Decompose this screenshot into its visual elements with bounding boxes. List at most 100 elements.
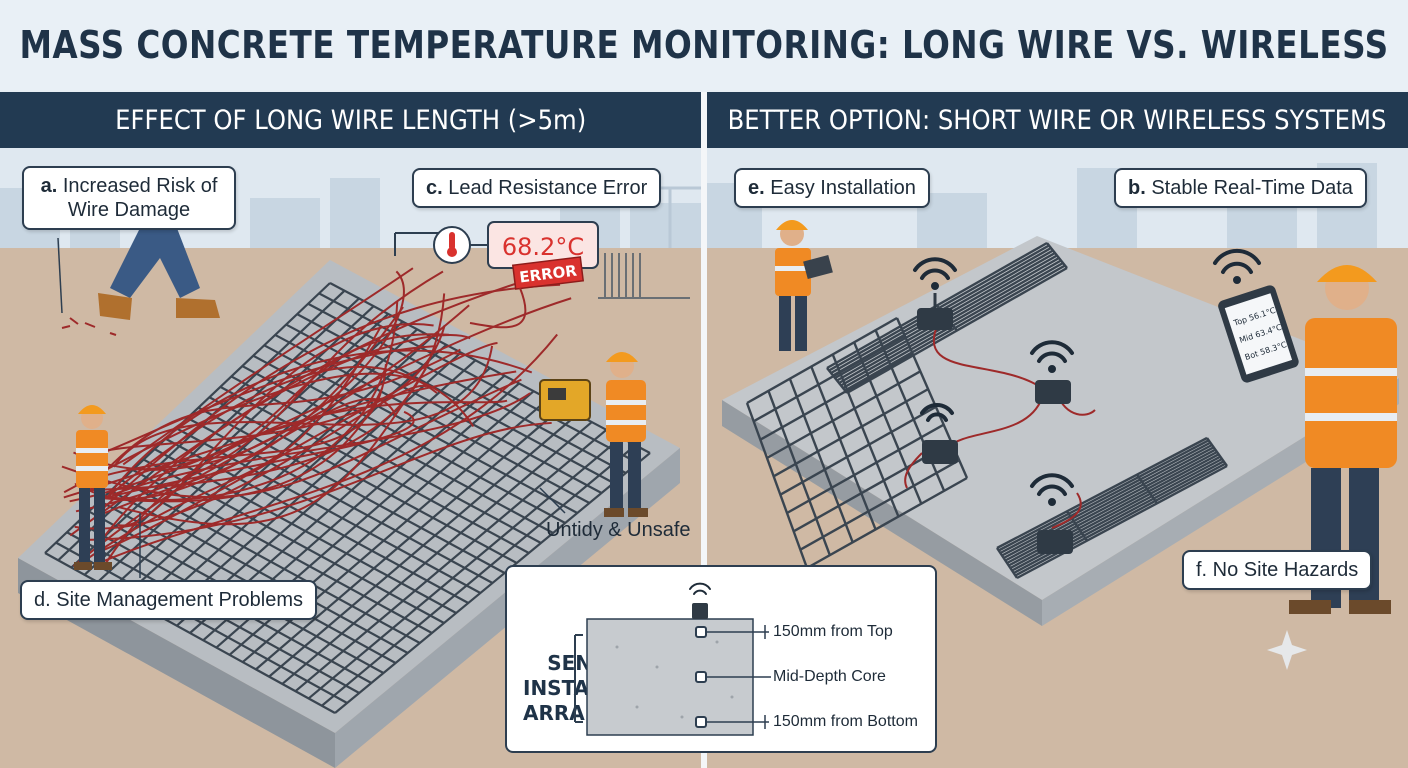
callout-f-no-hazards: f. No Site Hazards bbox=[1182, 550, 1373, 590]
worker-left bbox=[74, 405, 112, 570]
tablet: Top 56.1°C Mid 63.4°C Bot 58.3°C bbox=[1218, 285, 1299, 383]
sensor-wire bbox=[102, 399, 508, 568]
tangled-wires bbox=[61, 267, 572, 568]
untidy-unsafe-label: Untidy & Unsafe bbox=[546, 519, 691, 541]
depth-label-mid: Mid-Depth Core bbox=[773, 668, 886, 685]
sparkle-icon bbox=[1267, 630, 1307, 670]
sensor-wire bbox=[117, 323, 434, 527]
sensor-wire bbox=[126, 333, 449, 471]
sensor-wire bbox=[98, 348, 461, 479]
wifi-icon bbox=[913, 257, 957, 290]
rebar-bar bbox=[57, 289, 346, 562]
rebar-bar bbox=[1013, 460, 1225, 575]
wireless-node-4 bbox=[1037, 530, 1073, 554]
wifi-icon bbox=[689, 582, 711, 595]
wifi-icon bbox=[1030, 340, 1074, 373]
rebar-bar bbox=[998, 439, 1210, 552]
sensor-wire bbox=[69, 297, 572, 503]
rebar-bar bbox=[767, 390, 831, 556]
sensor-wire bbox=[124, 301, 399, 502]
wireless-node-2 bbox=[1035, 380, 1071, 404]
sensor-top bbox=[695, 626, 707, 638]
sensor-wire bbox=[75, 270, 444, 513]
left-scene: 68.2°C ERROR bbox=[0, 148, 701, 768]
wireless-transmitter bbox=[692, 603, 708, 619]
sensor-inset-diagram bbox=[574, 582, 771, 736]
right-panel-header: BETTER OPTION: SHORT WIRE OR WIRELESS SY… bbox=[707, 92, 1408, 148]
sensor-wire bbox=[74, 384, 427, 530]
rebar-bar bbox=[149, 344, 448, 612]
temperature-readout-value: 68.2°C bbox=[502, 233, 584, 261]
depth-label-top: 150mm from Top bbox=[773, 623, 893, 640]
rebar-bar bbox=[846, 266, 1068, 395]
rebar-bar bbox=[268, 413, 578, 678]
sensor-wire bbox=[82, 293, 446, 492]
panel-divider bbox=[701, 92, 707, 768]
fence bbox=[598, 253, 690, 299]
sensor-mid bbox=[695, 671, 707, 683]
worker-with-tablet: Top 56.1°C Mid 63.4°C Bot 58.3°C bbox=[1218, 265, 1397, 614]
wifi-icon bbox=[920, 403, 954, 422]
rebar-bar bbox=[779, 405, 937, 496]
callout-b-letter: b. bbox=[1128, 177, 1146, 199]
wireless-node-1 bbox=[917, 293, 953, 330]
walking-worker-legs bbox=[61, 223, 220, 336]
sensor-wire bbox=[99, 345, 436, 456]
rebar-bar bbox=[281, 421, 593, 685]
rebar-bar bbox=[826, 241, 1048, 370]
rebar-bar bbox=[294, 428, 608, 693]
callout-c-lead-resistance: c. Lead Resistance Error bbox=[412, 168, 662, 208]
depth-label-bottom: 150mm from Bottom bbox=[773, 713, 918, 730]
rebar-bar bbox=[788, 378, 854, 543]
callout-e-letter: e. bbox=[748, 177, 765, 199]
title-bar: MASS CONCRETE TEMPERATURE MONITORING: LO… bbox=[0, 0, 1408, 90]
wifi-icon bbox=[1030, 473, 1074, 506]
sensor-wire bbox=[107, 349, 533, 497]
callout-d-text: d. Site Management Problems bbox=[34, 589, 304, 611]
rebar-bar bbox=[1016, 464, 1228, 580]
left-panel-header: EFFECT OF LONG WIRE LENGTH (>5m) bbox=[0, 92, 701, 148]
sensor-wire bbox=[81, 421, 552, 541]
callout-a-letter: a. bbox=[40, 175, 58, 197]
callout-e-easy-installation: e. Easy Installation bbox=[734, 168, 930, 208]
worker-with-laptop bbox=[775, 220, 833, 351]
rebar-bar bbox=[307, 436, 622, 700]
sensor-wire bbox=[74, 364, 387, 486]
error-badge: ERROR bbox=[511, 256, 585, 290]
rebar-bar bbox=[766, 370, 921, 460]
sensor-wire bbox=[118, 367, 427, 526]
rebar-bar bbox=[806, 476, 968, 570]
sensor-wire bbox=[96, 333, 558, 565]
callout-b-stable-data: b. Stable Real-Time Data bbox=[1114, 168, 1367, 208]
sensor-installation-inset: SENSOR INSTALLATION ARRANGEMENT 150mm fr… bbox=[505, 565, 937, 753]
rebar-bar bbox=[255, 405, 564, 671]
rebar-bar bbox=[844, 264, 1066, 392]
sensor-wire bbox=[63, 372, 475, 494]
rebar-bar bbox=[810, 366, 877, 530]
rebar-bar bbox=[321, 444, 637, 707]
wireless-node-3 bbox=[922, 440, 958, 464]
rebar-bar bbox=[1014, 462, 1226, 577]
right-scene: Top 56.1°C Mid 63.4°C Bot 58.3°C e. Easy… bbox=[707, 148, 1408, 768]
rebar-bar bbox=[996, 436, 1208, 550]
rebar-bar bbox=[162, 351, 462, 620]
thermometer-icon bbox=[433, 226, 471, 264]
sensor-wire bbox=[95, 283, 561, 516]
sensor-wire bbox=[69, 271, 551, 537]
rebar-bar bbox=[773, 388, 929, 478]
callout-a-text-2: Wire Damage bbox=[67, 199, 191, 221]
callout-d-site-management: d. Site Management Problems bbox=[20, 580, 318, 620]
sensor-wire bbox=[112, 345, 494, 468]
rebar-bar bbox=[999, 441, 1211, 555]
callout-a-wire-damage: a. Increased Risk of Wire Damage bbox=[22, 166, 236, 230]
callout-a-text-1: Increased Risk of bbox=[62, 175, 218, 197]
callout-c-letter: c. bbox=[426, 177, 443, 199]
sensor-wire bbox=[111, 392, 531, 496]
left-panel-header-text: EFFECT OF LONG WIRE LENGTH (>5m) bbox=[114, 104, 587, 136]
rebar-bar bbox=[746, 316, 898, 405]
rebar-bar bbox=[786, 423, 945, 515]
callout-b-text: Stable Real-Time Data bbox=[1151, 177, 1353, 199]
callout-c-text: Lead Resistance Error bbox=[448, 177, 648, 199]
callout-e-text: Easy Installation bbox=[770, 177, 916, 199]
callout-f-text: f. No Site Hazards bbox=[1196, 559, 1359, 581]
